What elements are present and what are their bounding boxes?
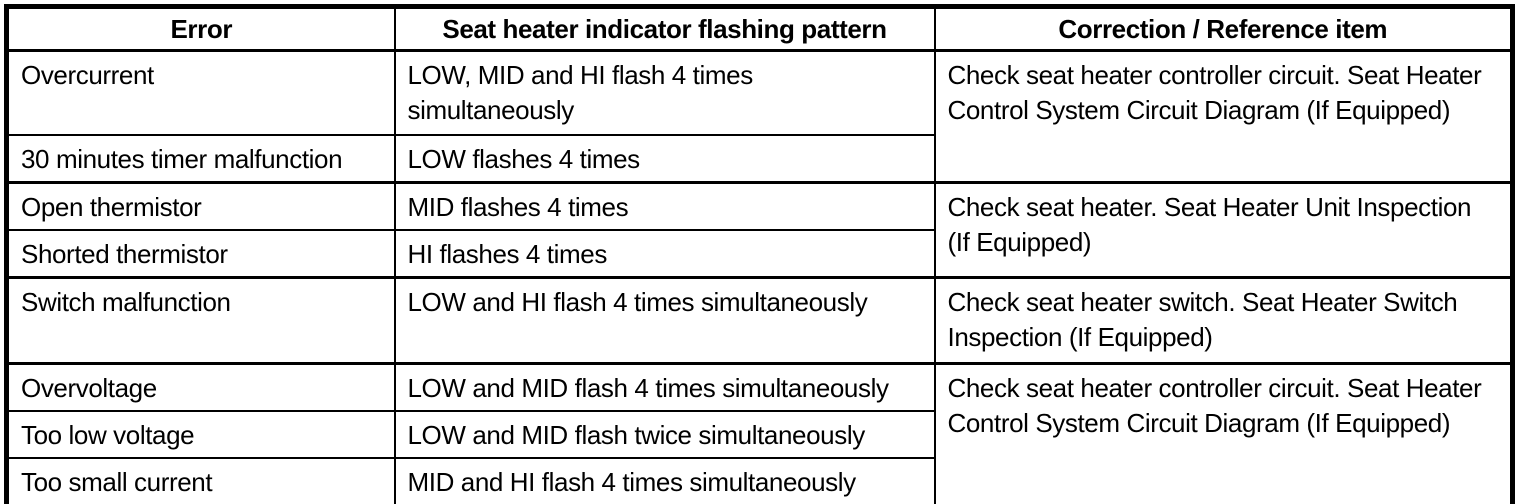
pattern-cell: LOW flashes 4 times (393, 133, 936, 183)
correction-cell: Check seat heater. Seat Heater Unit Insp… (933, 180, 1514, 278)
error-cell: Too low voltage (5, 409, 396, 459)
error-cell: Overvoltage (5, 361, 396, 412)
table-row: Overcurrent LOW, MID and HI flash 4 time… (5, 49, 1514, 183)
correction-cell: Check seat heater controller circuit. Se… (933, 361, 1514, 504)
table-row: 30 minutes timer malfunction LOW flashes… (5, 133, 1513, 183)
table-row: Overvoltage LOW and MID flash 4 times si… (5, 361, 1514, 504)
pattern-cell: LOW and MID flash 4 times simultaneously (393, 361, 936, 412)
table-row: Shorted thermistor HI flashes 4 times (5, 228, 1513, 278)
column-header-correction: Correction / Reference item (933, 5, 1514, 52)
table-row: Too small current MID and HI flash 4 tim… (5, 456, 1513, 504)
pattern-cell: MID and HI flash 4 times simultaneously (393, 456, 936, 504)
pattern-cell: LOW and MID flash twice simultaneously (393, 409, 936, 459)
seat-heater-error-table: Error Seat heater indicator flashing pat… (4, 4, 1515, 504)
table-row: Too low voltage LOW and MID flash twice … (5, 409, 1513, 459)
table-row: Switch malfunction LOW and HI flash 4 ti… (5, 275, 1514, 364)
pattern-cell: LOW, MID and HI flash 4 times simultaneo… (393, 49, 936, 136)
table-row: Open thermistor MID flashes 4 times Chec… (5, 180, 1514, 278)
pattern-cell: LOW and HI flash 4 times simultaneously (393, 275, 936, 364)
error-cell: Overcurrent (5, 49, 396, 136)
pattern-cell: HI flashes 4 times (393, 228, 936, 278)
column-header-flashing-pattern: Seat heater indicator flashing pattern (393, 5, 936, 52)
correction-cell: Check seat heater switch. Seat Heater Sw… (933, 275, 1514, 364)
error-cell: Switch malfunction (5, 275, 396, 364)
pattern-cell: MID flashes 4 times (393, 180, 936, 231)
table-header-row: Error Seat heater indicator flashing pat… (5, 5, 1514, 52)
column-header-error: Error (5, 5, 396, 52)
error-cell: Too small current (5, 456, 396, 504)
error-cell: 30 minutes timer malfunction (5, 133, 396, 183)
error-cell: Open thermistor (5, 180, 396, 231)
error-cell: Shorted thermistor (5, 228, 396, 278)
correction-cell: Check seat heater controller circuit. Se… (933, 49, 1514, 183)
